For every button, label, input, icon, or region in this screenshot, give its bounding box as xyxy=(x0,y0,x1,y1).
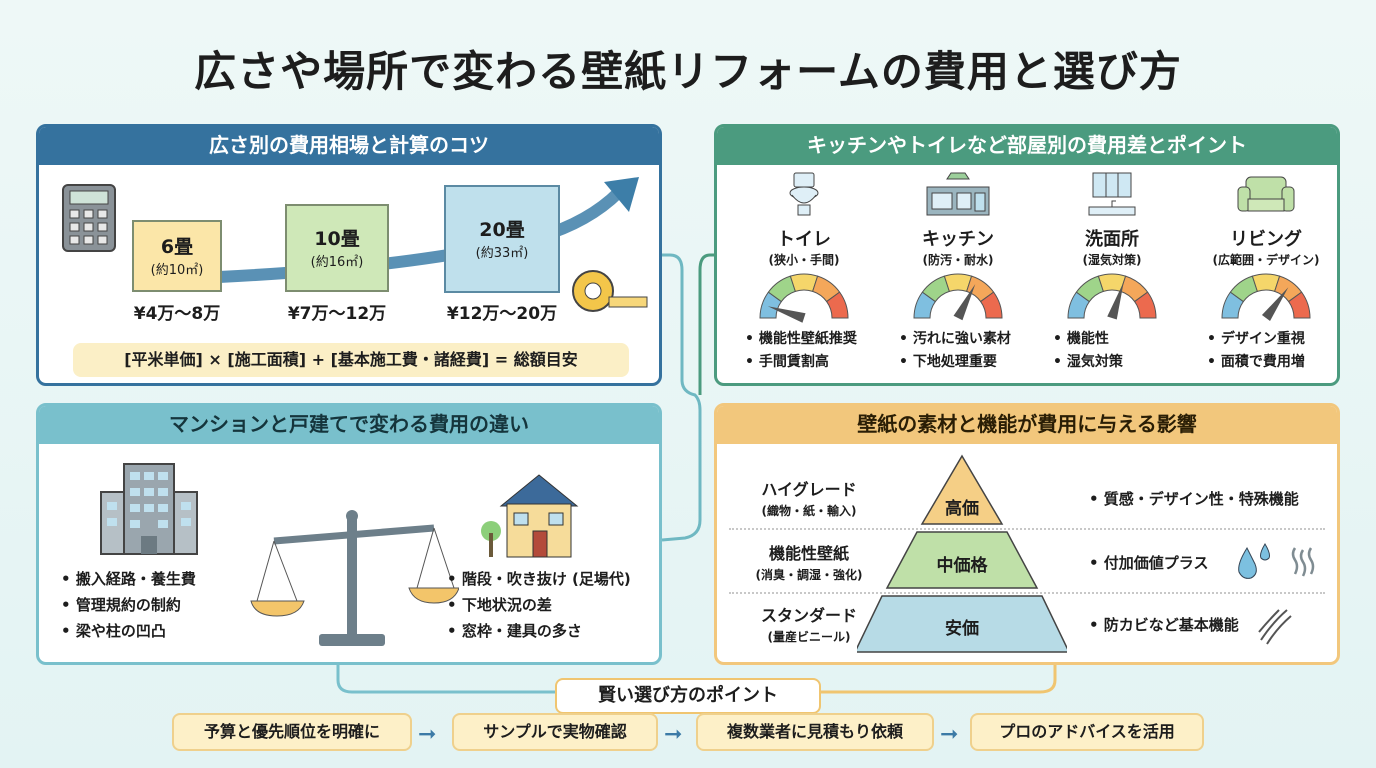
size-6-jo: 6畳(約10㎡) xyxy=(132,220,222,292)
tip-step-3: 複数業者に見積もり依頼 xyxy=(696,713,934,751)
tip-step-1: 予算と優先順位を明確に xyxy=(172,713,412,751)
washbasin-icon xyxy=(1088,172,1136,216)
tips-header: 賢い選び方のポイント xyxy=(555,678,821,714)
calculator-icon xyxy=(62,184,116,252)
level-standard: スタンダード(量産ビニール) xyxy=(760,606,857,644)
tip-step-2: サンプルで実物確認 xyxy=(452,713,658,751)
size-10-jo: 10畳(約16㎡) xyxy=(285,204,389,292)
level-point-high: • 質感・デザイン性・特殊機能 xyxy=(1089,490,1299,508)
gauge-segment xyxy=(979,291,1003,319)
arrow-right-icon: ➞ xyxy=(940,722,959,747)
tape-measure-icon xyxy=(572,270,648,312)
balance-scale-icon xyxy=(250,510,459,646)
level-high: ハイグレード(織物・紙・輸入) xyxy=(761,480,857,518)
page-title: 広さや場所で変わる壁紙リフォームの費用と選び方 xyxy=(194,47,1182,96)
kitchen-icon xyxy=(926,172,990,216)
material-panel: 壁紙の素材と機能が費用に与える影響 高価 中価格 安価 ハイグレード(織物・紙・… xyxy=(714,403,1340,665)
steam-icon xyxy=(1291,547,1315,577)
room-kitchen: キッチン (防汚・耐水) • 汚れに強い素材• 下地処理重要 xyxy=(883,171,1033,374)
pyramid-tier-mid xyxy=(885,531,1039,589)
gauge-needle xyxy=(767,306,806,323)
tip-step-4: プロのアドバイスを活用 xyxy=(970,713,1204,751)
price-pyramid xyxy=(857,454,1067,653)
panel-header: 壁紙の素材と機能が費用に与える影響 xyxy=(717,406,1337,444)
house-points: • 階段・吹き抜け (足場代) • 下地状況の差 • 窓枠・建具の多さ xyxy=(447,570,631,640)
gauge-segment xyxy=(1133,291,1157,319)
scratch-resistant-icon xyxy=(1258,609,1292,645)
pyramid-tier-high xyxy=(920,454,1004,525)
panel-header: マンションと戸建てで変わる費用の違い xyxy=(39,406,659,444)
size-cost-panel: 広さ別の費用相場と計算のコツ 6畳(約10㎡) 10畳(約16㎡) 20畳(約3… xyxy=(36,124,662,386)
sofa-icon xyxy=(1237,176,1295,212)
gauge-segment xyxy=(1287,291,1311,319)
toilet-icon xyxy=(789,172,819,216)
arrow-right-icon: ➞ xyxy=(418,722,437,747)
room-living: リビング (広範囲・デザイン) • デザイン重視• 面積で費用増 xyxy=(1191,171,1337,374)
size-20-jo: 20畳(約33㎡) xyxy=(444,185,560,293)
cost-formula: [平米単価] × [施工面積] + [基本施工費・諸経費] = 総額目安 xyxy=(73,343,629,377)
room-washroom: 洗面所 (湿気対策) • 機能性• 湿気対策 xyxy=(1037,171,1187,374)
tier-price-high: 高価 xyxy=(945,499,979,519)
panel-header: 広さ別の費用相場と計算のコツ xyxy=(39,127,659,165)
cost-gauge xyxy=(759,273,849,323)
level-mid: 機能性壁紙(消臭・調湿・強化) xyxy=(755,544,863,582)
pyramid-tier-low xyxy=(857,595,1067,653)
cost-gauge xyxy=(1221,273,1311,321)
level-point-mid: • 付加価値プラス xyxy=(1089,554,1209,572)
building-type-panel: マンションと戸建てで変わる費用の違い • 搬入経路・養生費 • 管理規約の制約 … xyxy=(36,403,662,665)
cost-gauge xyxy=(1067,273,1157,320)
gauge-needle xyxy=(953,284,976,321)
room-toilet: トイレ (狭小・手間) • 機能性壁紙推奨• 手間賃割高 xyxy=(729,171,879,374)
room-cost-panel: キッチンやトイレなど部屋別の費用差とポイント トイレ (狭小・手間) • 機能性… xyxy=(714,124,1340,386)
arrow-right-icon: ➞ xyxy=(664,722,683,747)
water-drop-icon xyxy=(1238,543,1270,579)
price-20-jo: ¥12万〜20万 xyxy=(446,304,558,324)
tier-price-low: 安価 xyxy=(945,619,979,639)
gauge-needle xyxy=(1107,281,1124,320)
house-icon xyxy=(481,474,579,558)
gauge-segment xyxy=(825,291,849,319)
apartment-building-icon xyxy=(100,463,198,555)
price-6-jo: ¥4万〜8万 xyxy=(133,304,221,324)
mansion-points: • 搬入経路・養生費 • 管理規約の制約 • 梁や柱の凹凸 xyxy=(61,570,196,640)
cost-gauge xyxy=(913,273,1003,321)
price-10-jo: ¥7万〜12万 xyxy=(287,304,387,324)
tier-price-mid: 中価格 xyxy=(936,556,988,576)
panel-header: キッチンやトイレなど部屋別の費用差とポイント xyxy=(717,127,1337,165)
gauge-needle xyxy=(1261,287,1289,321)
level-point-standard: • 防カビなど基本機能 xyxy=(1089,616,1239,634)
